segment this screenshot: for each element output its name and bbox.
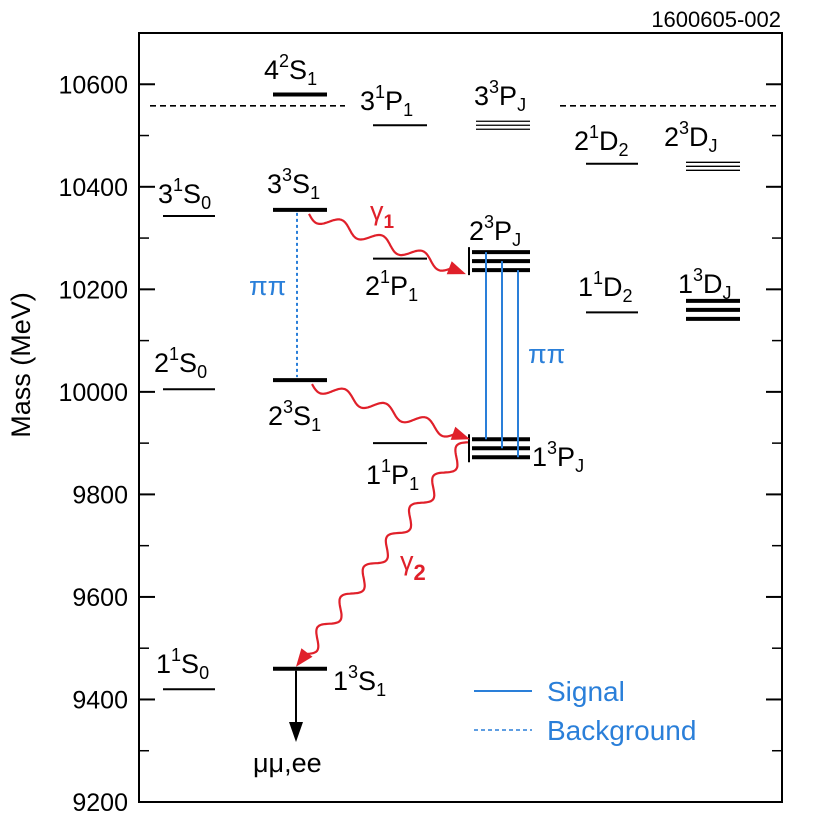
decay-label: μμ,ee (253, 748, 322, 778)
label-2-1D2: 21D2 (574, 122, 629, 160)
label-1-3PJ: 13PJ (532, 438, 584, 476)
photon-transitions (296, 213, 470, 667)
tick-label: 10000 (58, 379, 128, 407)
label-4-2S1: 42S1 (264, 51, 317, 89)
legend: Signal Background (474, 676, 696, 746)
legend-signal-label: Signal (547, 676, 625, 707)
tick-label: 9600 (72, 584, 128, 612)
label-3-3PJ: 33PJ (474, 77, 526, 115)
label-2-1P1: 21P1 (365, 267, 418, 305)
energy-levels (163, 92, 740, 691)
tick-label: 10200 (58, 276, 128, 304)
gamma2-label: γ2 (400, 546, 426, 585)
label-2-1S0: 21S0 (154, 344, 207, 382)
label-3-1P1: 31P1 (360, 82, 413, 120)
photon-gamma1 (308, 213, 452, 272)
label-2-3DJ: 23DJ (664, 118, 718, 156)
gamma1-label: γ1 (370, 196, 395, 233)
figure-id: 1600605-002 (651, 7, 781, 32)
legend-background-label: Background (547, 715, 696, 746)
tick-label: 9400 (72, 686, 128, 714)
photon-gamma2 (305, 441, 469, 656)
tick-label: 9800 (72, 481, 128, 509)
photon-gamma2-arrowhead (296, 648, 313, 667)
plot-frame (138, 32, 783, 803)
label-1-3S1: 13S1 (333, 662, 386, 700)
tick-label: 10400 (58, 174, 128, 202)
decay-arrow (289, 670, 303, 742)
photon-gamma1-lower (311, 383, 456, 438)
label-2-3PJ: 23PJ (469, 212, 521, 250)
pipi-label-right: ππ (528, 339, 565, 369)
label-1-1P1: 11P1 (366, 456, 419, 494)
label-3-1S0: 31S0 (158, 175, 211, 213)
tick-label: 9200 (72, 789, 128, 817)
label-1-1D2: 11D2 (578, 268, 633, 306)
pipi-label-left: ππ (249, 271, 286, 301)
label-1-3DJ: 13DJ (678, 265, 732, 303)
y-axis-label: Mass (MeV) (6, 292, 36, 438)
label-2-3S1: 23S1 (268, 397, 321, 435)
photon-gamma1-arrowhead (446, 261, 466, 275)
state-labels: 42S1 31P1 33PJ 21D2 23DJ 31S0 33S1 23PJ … (154, 51, 732, 700)
y-axis-ticks: 10600 10400 10200 10000 9800 9600 9400 9200 (58, 71, 782, 817)
label-1-1S0: 11S0 (156, 645, 209, 683)
photon-gamma1-lower-arrowhead (450, 426, 470, 440)
label-3-3S1: 33S1 (267, 165, 320, 203)
tick-label: 10600 (58, 71, 128, 99)
pipi-signal-transitions (485, 252, 519, 458)
